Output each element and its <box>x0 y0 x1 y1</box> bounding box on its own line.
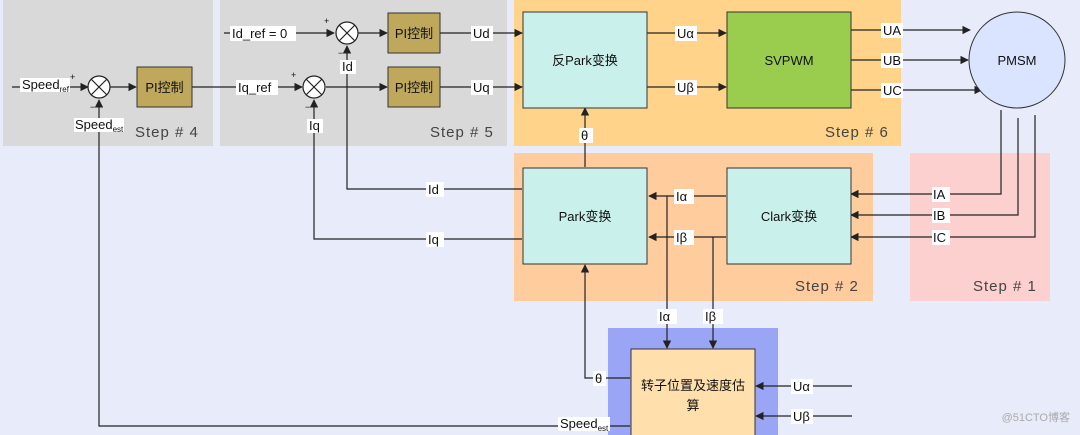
estimator-u-beta-label: Uβ <box>793 409 810 424</box>
svpwm-block <box>726 11 852 109</box>
uc-label: UC <box>883 83 902 98</box>
id-feedback-wire <box>342 45 522 190</box>
pi-d-block <box>387 12 441 54</box>
i-alpha-label-bg <box>674 189 694 204</box>
theta-top-label: θ <box>581 128 588 143</box>
uq-label-bg <box>471 80 493 95</box>
ud-label: Ud <box>473 26 490 41</box>
uc-label-bg <box>881 83 903 98</box>
watermark: @51CTO博客 <box>1002 410 1070 424</box>
iq-feedback-wire <box>309 99 522 240</box>
step1-label: Step # 1 <box>973 278 1037 295</box>
ic-label: IC <box>933 230 946 245</box>
id-ref-label: Id_ref = 0 <box>232 26 287 41</box>
svpwm-label: SVPWM <box>764 53 813 68</box>
ia-label-bg <box>932 187 950 202</box>
id-label: Id <box>428 182 439 197</box>
ib-label-bg <box>932 208 950 223</box>
theta-bottom-label: θ <box>595 371 602 386</box>
id-ref-label-bg <box>230 26 296 41</box>
estimator-label-line1: 转子位置及速度估 <box>641 378 745 393</box>
iq-ref-label-bg <box>236 80 278 95</box>
speed-ref-label-bg <box>20 78 70 92</box>
iq-ref-label: Iq_ref <box>238 80 272 95</box>
q-summing-junction <box>302 75 326 99</box>
u-alpha-label-bg <box>675 26 697 41</box>
step4-label: Step # 4 <box>135 124 199 141</box>
theta-top-label-bg <box>579 128 593 143</box>
step5-label: Step # 5 <box>430 124 494 141</box>
pi-q-block <box>387 66 441 108</box>
estimator-block <box>630 348 756 435</box>
speed-est-top-label-bg <box>74 118 124 132</box>
i-alpha-label: Iα <box>676 189 688 204</box>
uq-label: Uq <box>473 80 490 95</box>
pi-q-label: PI控制 <box>395 80 433 95</box>
pi-speed-block <box>136 66 193 108</box>
pi-d-label: PI控制 <box>395 26 433 41</box>
speed-ref-label: Speedref <box>22 77 70 94</box>
clark-block <box>726 167 852 265</box>
id-short-label: Id <box>342 59 353 74</box>
estimator-u-beta-label-bg <box>791 409 813 424</box>
q-minus-sign: − <box>305 102 310 112</box>
iq-label: Iq <box>428 232 439 247</box>
d-summing-junction <box>335 21 359 45</box>
speed-summing-junction <box>87 75 111 99</box>
iq-short-label: Iq <box>309 118 320 133</box>
u-beta-label-bg <box>675 80 697 95</box>
speed-minus-sign: − <box>90 102 95 112</box>
speed-plus-sign: + <box>70 72 75 82</box>
d-minus-sign: − <box>338 48 343 58</box>
pi-speed-label: PI控制 <box>145 80 183 95</box>
ia-label: IA <box>933 187 946 202</box>
id-short-label-bg <box>340 60 356 74</box>
u-beta-label: Uβ <box>677 80 694 95</box>
pmsm-label: PMSM <box>998 53 1037 68</box>
park-label: Park变换 <box>559 209 612 224</box>
i-beta-down-label: Iβ <box>705 309 716 324</box>
ib-label: IB <box>933 208 945 223</box>
theta-to-park-wire <box>580 264 630 379</box>
step2-label: Step # 2 <box>795 278 859 295</box>
q-plus-sign: + <box>291 70 296 80</box>
i-alpha-down-label-bg <box>657 309 677 324</box>
id-label-bg <box>426 182 444 197</box>
speed-est-bottom-label: Speedest <box>560 416 609 433</box>
speed-est-bottom-label-bg <box>558 417 610 431</box>
i-beta-label-bg <box>674 230 694 245</box>
speed-est-top-label: Speedest <box>75 117 124 134</box>
step5-region <box>220 0 507 146</box>
ud-label-bg <box>471 26 493 41</box>
iq-label-bg <box>426 232 444 247</box>
step6-label: Step # 6 <box>825 124 889 141</box>
d-plus-sign: + <box>324 16 329 26</box>
clark-label: Clark变换 <box>761 209 817 224</box>
ua-label: UA <box>883 23 901 38</box>
estimator-u-alpha-label-bg <box>791 379 813 394</box>
ia-wire <box>850 110 1002 199</box>
theta-bottom-label-bg <box>593 371 606 386</box>
i-beta-label: Iβ <box>676 230 687 245</box>
iq-short-label-bg <box>307 119 323 133</box>
ib-wire <box>850 118 1019 220</box>
ub-label: UB <box>883 53 901 68</box>
ub-label-bg <box>881 53 903 68</box>
inverse-park-block <box>522 11 648 109</box>
i-alpha-down-label: Iα <box>659 309 671 324</box>
speed-est-feedback-wire <box>94 99 630 427</box>
park-block <box>522 167 648 265</box>
step1-region <box>910 153 1050 301</box>
u-alpha-label: Uα <box>677 26 694 41</box>
ic-label-bg <box>932 230 950 245</box>
ua-label-bg <box>881 23 903 38</box>
ic-wire <box>850 115 1036 242</box>
pmsm-motor <box>968 11 1066 109</box>
estimator-u-alpha-label: Uα <box>793 379 810 394</box>
inverse-park-label: 反Park变换 <box>552 53 618 68</box>
i-beta-down-label-bg <box>703 309 723 324</box>
estimator-label-line2: 算 <box>686 398 699 413</box>
